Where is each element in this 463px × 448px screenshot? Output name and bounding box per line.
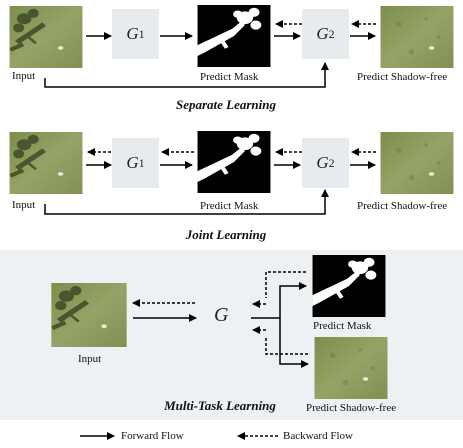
joint-mask-image (197, 131, 271, 193)
multitask-shadowfree-image (314, 337, 388, 399)
separate-shadowfree-image (380, 6, 454, 68)
multitask-input-image (51, 283, 127, 347)
mt-backward-shadowfree-path (265, 338, 308, 355)
joint-mask-label: Predict Mask (200, 200, 259, 212)
legend-backward-label: Backward Flow (283, 430, 353, 442)
mt-arrow-g-mask (251, 282, 307, 319)
joint-input-image (9, 132, 83, 194)
multitask-shadowfree-label: Predict Shadow-free (306, 402, 397, 414)
joint-shadowfree-image (380, 132, 454, 194)
joint-skip-arrow (44, 189, 329, 215)
mt-backward-mask-path (265, 271, 306, 298)
multitask-input-label: Input (78, 353, 102, 365)
multitask-mask-label: Predict Mask (313, 320, 372, 332)
separate-g1-subscript: 1 (138, 26, 145, 41)
sep-skip-arrow (44, 62, 329, 88)
multitask-mask-image (312, 255, 386, 317)
joint-input-label: Input (12, 199, 36, 211)
separate-input-image (9, 6, 83, 68)
joint-g2-label: G (316, 153, 329, 172)
separate-shadowfree-label: Predict Shadow-free (357, 71, 448, 83)
separate-input-label: Input (12, 70, 36, 82)
separate-g1-label: G (126, 24, 139, 43)
legend-forward-label: Forward Flow (121, 430, 184, 442)
separate-g2-subscript: 2 (328, 26, 335, 41)
joint-shadowfree-label: Predict Shadow-free (357, 200, 448, 212)
multitask-g-label: G (214, 304, 229, 326)
joint-g2-subscript: 2 (328, 155, 335, 170)
joint-caption: Joint Learning (185, 227, 267, 242)
separate-mask-label: Predict Mask (200, 71, 259, 83)
separate-g2-label: G (316, 24, 329, 43)
multitask-caption: Multi-Task Learning (164, 398, 276, 413)
joint-g1-subscript: 1 (138, 155, 145, 170)
separate-mask-image (197, 5, 271, 67)
joint-g1-label: G (126, 153, 139, 172)
separate-caption: Separate Learning (175, 97, 277, 112)
mt-arrow-g-shadowfree (279, 318, 309, 368)
